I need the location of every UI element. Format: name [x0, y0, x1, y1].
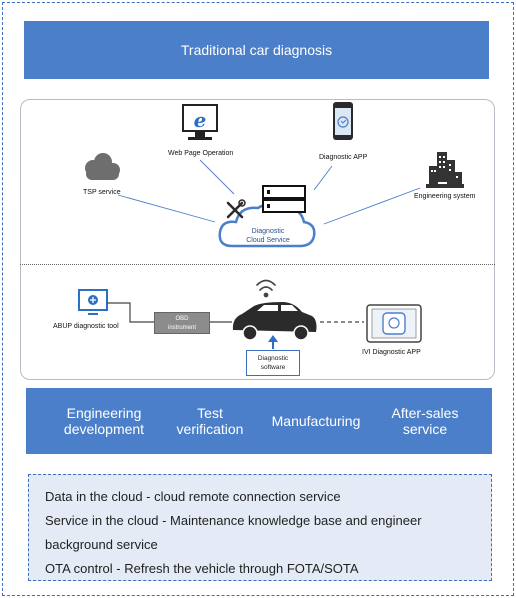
diagnostic-software-box: Diagnostic software — [246, 350, 300, 376]
server-icon — [262, 185, 306, 213]
stage-2-line1: Test — [197, 405, 223, 421]
info-panel: Data in the cloud - cloud remote connect… — [28, 474, 492, 581]
line-abup-obd — [107, 302, 154, 323]
stage-4-line2: service — [402, 421, 448, 437]
stage-after-sales-service: After-sales service — [380, 405, 470, 437]
stage-2-line2: verification — [176, 421, 244, 437]
stage-engineering-development: Engineering development — [56, 405, 152, 437]
monitor-icon — [78, 289, 108, 315]
line-tsp-cloud — [117, 194, 216, 223]
arrow-up-icon — [268, 335, 278, 349]
label-ivi-app: IVI Diagnostic APP — [362, 349, 421, 356]
info-line-3: background service — [45, 537, 158, 552]
line-web-cloud — [199, 159, 235, 195]
info-line-1: Data in the cloud - cloud remote connect… — [45, 489, 341, 504]
obd-label-line2: instrument — [167, 325, 196, 331]
obd-label-line1: OBD — [175, 316, 189, 322]
line-app-cloud — [313, 165, 333, 191]
car-icon — [232, 302, 317, 341]
connector-lines — [117, 159, 421, 225]
cloud-label-line2: Cloud Service — [246, 237, 290, 244]
label-abup-tool: ABUP diagnostic tool — [53, 323, 119, 330]
cloud-icon — [85, 153, 120, 180]
tools-icon — [226, 199, 246, 219]
stage-1-line2: development — [63, 421, 145, 437]
label-engineering-system: Engineering system — [414, 193, 476, 200]
label-cloud-service: Diagnostic Cloud Service — [228, 227, 308, 245]
smartphone-icon — [333, 102, 353, 140]
page-title: Traditional car diagnosis — [180, 42, 333, 58]
stage-1-line1: Engineering — [66, 405, 142, 421]
diag-sw-line1: Diagnostic — [257, 355, 289, 362]
diag-sw-line2: software — [260, 364, 286, 371]
ie-browser-icon: e — [182, 104, 218, 140]
lifecycle-band — [26, 388, 492, 454]
info-line-2: Service in the cloud - Maintenance knowl… — [45, 513, 422, 528]
stage-test-verification: Test verification — [168, 405, 252, 437]
stage-manufacturing: Manufacturing — [264, 413, 368, 429]
tablet-icon — [366, 304, 422, 343]
svg-text:e: e — [194, 108, 207, 132]
obd-instrument-box: OBD instrument — [154, 312, 210, 334]
wifi-icon — [256, 279, 276, 298]
label-web-page: Web Page Operation — [168, 150, 234, 157]
building-icon — [426, 152, 464, 188]
section-divider — [20, 264, 495, 265]
label-tsp-service: TSP service — [83, 189, 121, 196]
title-banner: Traditional car diagnosis — [24, 21, 489, 79]
info-line-4: OTA control - Refresh the vehicle throug… — [45, 561, 359, 576]
cloud-label-line1: Diagnostic — [251, 228, 285, 235]
label-diagnostic-app: Diagnostic APP — [319, 154, 368, 161]
stage-3-line1: Manufacturing — [271, 413, 361, 429]
line-eng-cloud — [323, 187, 421, 225]
stage-4-line1: After-sales — [391, 405, 459, 421]
